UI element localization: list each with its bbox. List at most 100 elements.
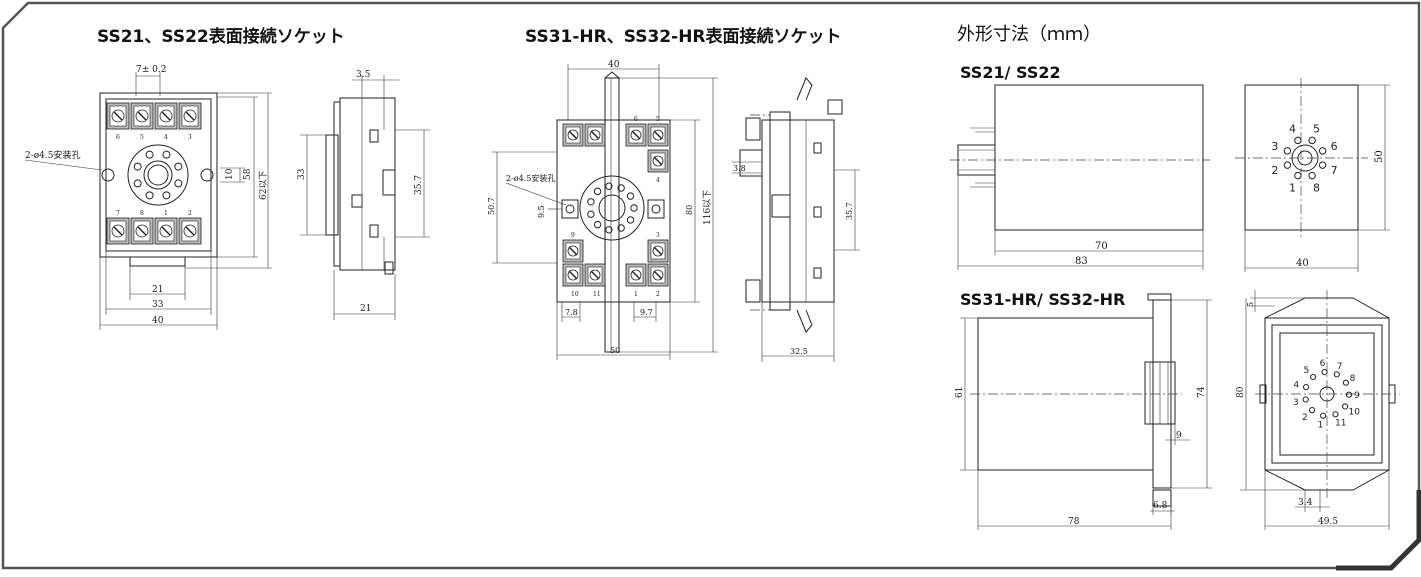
terminal-label: 4 (656, 177, 660, 184)
terminal-label: 5 (656, 116, 660, 123)
terminal-screw-bottom-2: 1 (154, 210, 178, 245)
side-dim-21: 21 (360, 304, 371, 314)
side-dim-35.7: 35.7 (414, 175, 424, 195)
terminal-screw-t9: 9 (562, 232, 584, 263)
o1-dim-70: 70 (1095, 241, 1108, 252)
dim-mount-hole: 2-ø4.5安装孔 (25, 149, 81, 161)
socket-pin-hole (593, 220, 602, 229)
pin-label: 2 (1271, 164, 1278, 177)
pin-hole (1342, 403, 1349, 410)
terminal-screw-t5: 5 (647, 116, 669, 147)
s2-dim-116: 116以下 (703, 190, 713, 225)
o2-dim-6.8: 6.8 (1153, 501, 1168, 511)
pin-hole (1321, 369, 1328, 376)
socket-pin-hole (145, 191, 154, 200)
dim-33: 33 (152, 300, 164, 310)
terminal-label: 4 (164, 134, 168, 141)
pin-label: 3 (1271, 140, 1278, 153)
pin-label: 8 (1350, 374, 1356, 384)
s2-dim-50: 50 (610, 346, 620, 355)
pin-hole (1294, 136, 1302, 145)
pin-hole (1308, 171, 1316, 180)
pin-label: 1 (1318, 421, 1324, 431)
socket-pin-hole (605, 226, 613, 234)
pin-hole (1342, 379, 1349, 386)
terminal-screw-t4: 4 (647, 149, 669, 184)
socket-pin-hole (174, 179, 183, 188)
ss21-socket-side (325, 97, 396, 275)
o2-dim-49.5: 49.5 (1318, 517, 1338, 527)
socket-pin-hole (630, 204, 638, 212)
terminal-label: 6 (116, 134, 120, 141)
pin-label: 9 (1354, 391, 1360, 401)
dim-pitch: 7± 0.2 (136, 65, 166, 75)
subheading-ss21: SS21/ SS22 (960, 63, 1061, 82)
side-dim-33: 33 (297, 168, 307, 180)
socket-pin-hole (162, 191, 171, 200)
terminal-screw-bottom-0: 7 (106, 210, 130, 245)
pin-hole (1308, 136, 1316, 145)
dim-21: 21 (152, 285, 163, 295)
terminal-screw-bottom-1: 8 (130, 210, 154, 245)
heading-ss21-socket: SS21、SS22表面接続ソケット (97, 26, 345, 47)
terminal-label: 10 (571, 291, 579, 298)
terminal-screw-top-3: 3 (178, 102, 202, 141)
outline1-side (950, 84, 1210, 231)
terminal-screw-bottom-3: 2 (178, 210, 202, 245)
socket-pin-hole (626, 216, 635, 224)
pin-label: 7 (1337, 362, 1343, 372)
pin-hole (1302, 384, 1310, 391)
pin-label: 4 (1289, 122, 1296, 135)
terminal-label: 1 (164, 210, 168, 217)
socket-pin-hole (617, 224, 625, 232)
dim-10: 10 (225, 168, 235, 180)
ss31-socket-side (739, 77, 843, 333)
pin-label: 5 (1303, 366, 1309, 376)
s2-dim-mount: 2-ø4.5安装孔 (506, 173, 555, 183)
socket-pin-hole (174, 162, 183, 171)
pin-label: 4 (1294, 380, 1300, 390)
terminal-label: 3 (188, 134, 192, 141)
terminal-screw-top-2: 4 (154, 102, 178, 141)
s2-dim-50.7: 50.7 (487, 197, 496, 215)
terminal-screw-t6: 6 (625, 116, 647, 147)
terminal-label: 8 (140, 210, 144, 217)
dim-40: 40 (152, 316, 164, 326)
terminal-label: 9 (571, 232, 575, 239)
terminal-screw-t1: 1 (625, 263, 647, 298)
socket-pin-hole (593, 187, 602, 196)
pin-label: 5 (1313, 122, 1320, 135)
socket-pin-hole (162, 150, 171, 159)
terminal-label: 1 (634, 291, 638, 298)
socket-pin-hole (133, 162, 142, 171)
s2-dim-80: 80 (685, 205, 694, 215)
pin-hole (1283, 147, 1292, 155)
subheading-ss31: SS31-HR/ SS32-HR (960, 290, 1125, 309)
ss31-side-dimensions: 3.8 35.7 32.5 (732, 161, 860, 362)
s2-side-32.5: 32.5 (790, 347, 808, 356)
outline1-side-dimensions: 70 83 (957, 175, 1204, 270)
o2-dim-5: 5 (1246, 302, 1255, 307)
s2-dim-7.8: 7.8 (565, 308, 578, 317)
outline2-front-dimensions: 5 80 3.4 49.5 (1236, 290, 1390, 530)
dim-62: 62以下 (259, 171, 269, 200)
outline2-side (970, 293, 1182, 507)
pin-hole (1333, 371, 1340, 378)
pin-hole (1308, 407, 1316, 414)
socket-pin-hole (605, 182, 613, 190)
pin-hole (1318, 161, 1327, 169)
pin-hole (1318, 147, 1327, 155)
terminal-screw-t10: 10 (562, 263, 584, 298)
terminal-screw-t11: 11 (584, 263, 606, 298)
pin-label: 1 (1289, 182, 1296, 195)
terminal-screw-t3: 3 (647, 232, 669, 263)
outline1-front-dimensions: 50 40 (1244, 84, 1390, 272)
socket-pin-hole (617, 184, 625, 192)
heading-ss31-socket: SS31-HR、SS32-HR表面接続ソケット (525, 26, 842, 47)
